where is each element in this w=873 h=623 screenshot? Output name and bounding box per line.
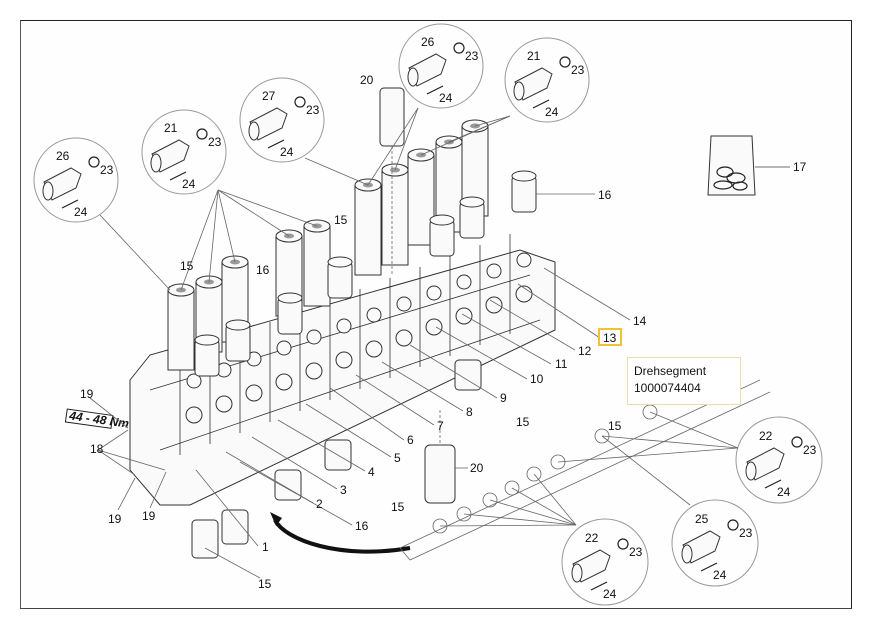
detail-oring-label[interactable]: 23	[100, 163, 114, 177]
detail-part-label[interactable]: 22	[585, 531, 599, 545]
detail-screw-label[interactable]: 24	[777, 485, 791, 499]
detail-part-label[interactable]: 22	[759, 429, 773, 443]
callout-7[interactable]: 7	[437, 419, 444, 433]
callout-15[interactable]: 15	[391, 500, 405, 514]
detail-circle-part-26: 26 23 24	[33, 137, 119, 223]
detail-circle-part-22: 22 23 24	[735, 416, 823, 504]
detail-oring-label[interactable]: 23	[306, 103, 320, 117]
callout-15[interactable]: 15	[608, 419, 622, 433]
callout-3[interactable]: 3	[340, 483, 347, 497]
detail-part-label[interactable]: 27	[262, 89, 276, 103]
callout-16[interactable]: 16	[256, 263, 270, 277]
callout-10[interactable]: 10	[530, 372, 544, 386]
oring-icon	[559, 56, 571, 68]
oring-icon	[617, 538, 629, 550]
detail-oring-label[interactable]: 23	[739, 526, 753, 540]
oring-icon	[294, 96, 306, 108]
oring-icon	[453, 42, 465, 54]
detail-circle-part-21: 21 23 24	[504, 37, 590, 123]
detail-oring-label[interactable]: 23	[571, 63, 585, 77]
detail-screw-label[interactable]: 24	[439, 91, 453, 105]
detail-part-label[interactable]: 26	[56, 149, 70, 163]
pressure-fitting-bottom	[424, 410, 456, 504]
detail-oring-label[interactable]: 23	[629, 545, 643, 559]
callout-5[interactable]: 5	[394, 451, 401, 465]
callout-19[interactable]: 19	[80, 387, 94, 401]
detail-circle-part-25: 25 23 24	[671, 499, 759, 587]
pressure-fitting-top	[379, 87, 405, 275]
detail-part-label[interactable]: 26	[421, 35, 435, 49]
detail-screw-label[interactable]: 24	[713, 568, 727, 582]
oring-icon	[88, 156, 100, 168]
callout-18[interactable]: 18	[90, 442, 104, 456]
callout-12[interactable]: 12	[578, 344, 592, 358]
detail-part-label[interactable]: 21	[527, 49, 541, 63]
callout-2[interactable]: 2	[316, 497, 323, 511]
leader-lines	[89, 107, 790, 579]
callout-19[interactable]: 19	[108, 512, 122, 526]
torque-spec: 44 - 48 Nm	[64, 408, 130, 431]
detail-part-label[interactable]: 21	[164, 121, 178, 135]
oring-icon	[196, 128, 208, 140]
part-tooltip: Drehsegment 1000074404	[627, 357, 741, 405]
callout-4[interactable]: 4	[368, 465, 375, 479]
callout-8[interactable]: 8	[466, 405, 473, 419]
callout-15[interactable]: 15	[516, 415, 530, 429]
detail-screw-label[interactable]: 24	[545, 105, 559, 119]
oring-icon	[791, 436, 803, 448]
tooltip-part-name: Drehsegment	[634, 364, 707, 378]
callout-11[interactable]: 11	[555, 357, 568, 371]
oring-icon	[727, 519, 739, 531]
callout-17[interactable]: 17	[793, 160, 807, 174]
detail-screw-label[interactable]: 24	[603, 587, 617, 601]
callout-16[interactable]: 16	[598, 188, 612, 202]
callout-14[interactable]: 14	[633, 314, 647, 328]
callout-15[interactable]: 15	[180, 259, 194, 273]
detail-screw-label[interactable]: 24	[182, 177, 196, 191]
detail-part-label[interactable]: 25	[695, 512, 709, 526]
torque-label: 44 - 48 Nm	[67, 408, 130, 430]
callout-16[interactable]: 16	[355, 519, 369, 533]
callout-20[interactable]: 20	[470, 461, 484, 475]
callout-9[interactable]: 9	[500, 391, 507, 405]
detail-circle-part-26: 26 23 24	[398, 23, 484, 109]
selected-callout-highlight	[598, 328, 622, 346]
oring-kit-bag	[707, 135, 790, 196]
rotation-arrow	[273, 518, 411, 554]
detail-screw-label[interactable]: 24	[280, 145, 294, 159]
segment-strip	[399, 379, 771, 561]
callout-13[interactable]: 13	[603, 331, 617, 345]
detail-oring-label[interactable]: 23	[803, 443, 817, 457]
tooltip-part-number: 1000074404	[634, 381, 701, 395]
callout-1[interactable]: 1	[262, 540, 269, 554]
callout-6[interactable]: 6	[407, 433, 414, 447]
detail-screw-label[interactable]: 24	[74, 205, 88, 219]
callout-15[interactable]: 15	[334, 213, 348, 227]
callout-15[interactable]: 15	[258, 577, 272, 591]
detail-circle-part-27: 27 23 24	[239, 77, 325, 163]
detail-circle-part-22: 22 23 24	[561, 518, 649, 606]
detail-oring-label[interactable]: 23	[208, 135, 222, 149]
detail-circle-part-21: 21 23 24	[141, 109, 227, 195]
callout-20[interactable]: 20	[360, 73, 374, 87]
detail-oring-label[interactable]: 23	[465, 49, 479, 63]
callout-19[interactable]: 19	[142, 509, 156, 523]
